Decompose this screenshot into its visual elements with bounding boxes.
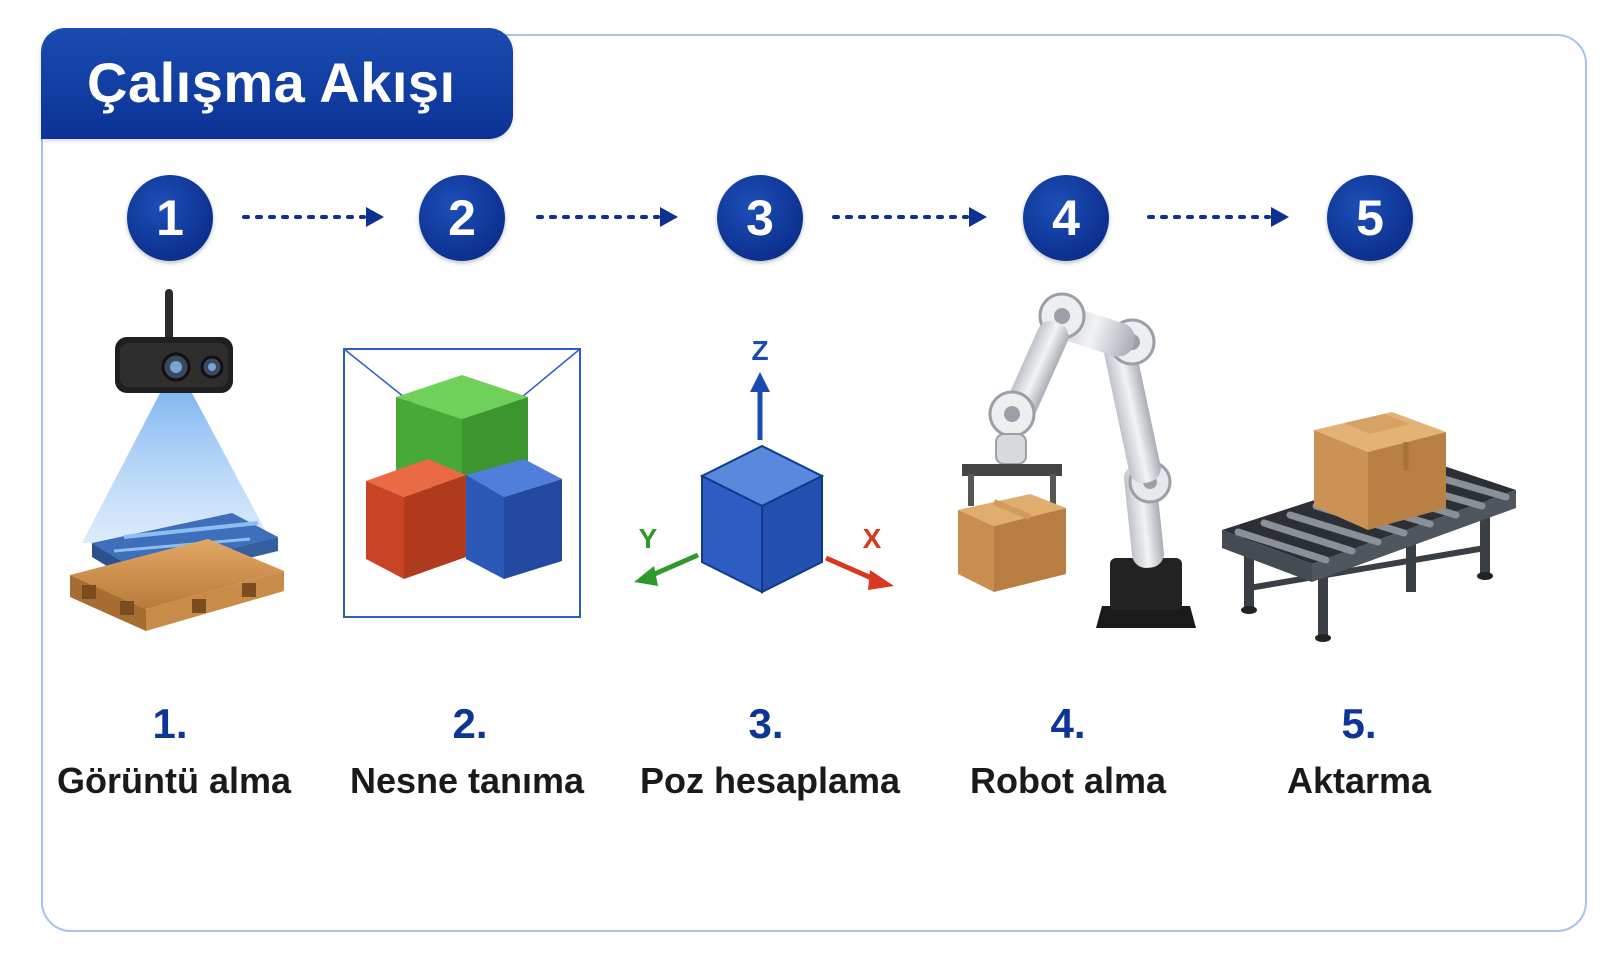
conveyor-icon	[1222, 412, 1516, 642]
flow-arrow-4	[1147, 207, 1289, 227]
step-label-5: Aktarma	[1286, 760, 1432, 801]
flow-arrow-1	[242, 207, 384, 227]
step-number-5: 5.	[1341, 700, 1377, 747]
step-label-3: Poz hesaplama	[639, 760, 901, 801]
title-tab: Çalışma Akışı	[41, 28, 513, 139]
flow-arrow-2	[536, 207, 678, 227]
step-badge-2: 2	[419, 175, 505, 261]
axis-label-y: Y	[639, 523, 658, 554]
step-number-4: 4.	[1050, 700, 1086, 747]
axis-label-z: Z	[751, 335, 768, 366]
page-title: Çalışma Akışı	[87, 51, 456, 114]
robot-arm-icon	[958, 292, 1196, 628]
step-label-1: Görüntü alma	[56, 760, 292, 801]
step-badge-3: 3	[717, 175, 803, 261]
cube-detection-icon	[343, 348, 581, 618]
step-badge-4: 4	[1023, 175, 1109, 261]
step-badge-5: 5	[1327, 175, 1413, 261]
axis-label-x: X	[863, 523, 882, 554]
step-number-1: 1.	[152, 700, 188, 747]
pose-axes-icon: Z Y X	[634, 335, 894, 594]
camera-pallet-icon	[70, 289, 284, 631]
step-label-2: Nesne tanıma	[349, 760, 585, 801]
step-number-3: 3.	[748, 700, 784, 747]
step-badge-1: 1	[127, 175, 213, 261]
step-label-4: Robot alma	[969, 760, 1166, 801]
step-number-2: 2.	[452, 700, 488, 747]
flow-arrow-3	[832, 207, 987, 227]
